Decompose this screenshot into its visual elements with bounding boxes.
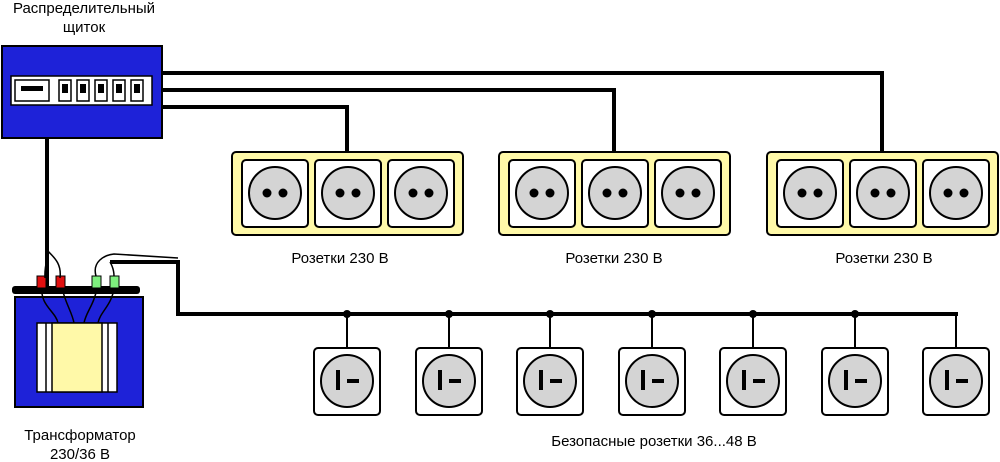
safe-sockets — [313, 310, 990, 416]
secondary-terminal — [109, 275, 120, 289]
safe-socket — [516, 310, 584, 416]
wire-to-group-1 — [162, 105, 349, 152]
main-breaker-lever — [21, 86, 43, 91]
breaker-levers — [62, 84, 140, 93]
panel-title-line2: щиток — [63, 19, 106, 36]
safe-socket — [313, 310, 381, 416]
socket-group-1 — [231, 151, 464, 236]
socket-group-3-label: Розетки 230 В — [835, 250, 932, 267]
secondary-terminal — [91, 275, 102, 289]
primary-terminal — [36, 275, 47, 289]
transformer-title-line2: 230/36 В — [50, 446, 110, 462]
wires-230 — [45, 71, 958, 316]
socket-face — [321, 166, 375, 220]
socket-face — [248, 166, 302, 220]
safe-socket — [618, 310, 686, 416]
socket-face — [929, 166, 983, 220]
transformer — [12, 249, 179, 408]
socket-group-2-label: Розетки 230 В — [565, 250, 662, 267]
safe-socket — [415, 310, 483, 416]
socket-face — [856, 166, 910, 220]
safe-socket — [922, 314, 990, 416]
panel-title-line1: Распределительный — [13, 0, 155, 17]
socket-face — [661, 166, 715, 220]
distribution-panel — [1, 45, 163, 139]
wire-to-group-3 — [162, 71, 884, 152]
socket-face — [394, 166, 448, 220]
terminal-bar — [12, 286, 140, 294]
transformer-title-line1: Трансформатор — [24, 427, 136, 444]
socket-group-2 — [498, 151, 731, 236]
wire-safe-bus — [110, 260, 958, 316]
wire-to-group-2 — [162, 88, 616, 152]
socket-face — [515, 166, 569, 220]
socket-group-3 — [766, 151, 999, 236]
socket-face — [588, 166, 642, 220]
safe-socket — [719, 310, 787, 416]
socket-group-1-label: Розетки 230 В — [291, 250, 388, 267]
safe-sockets-label: Безопасные розетки 36...48 В — [551, 433, 757, 450]
transformer-winding — [51, 322, 103, 393]
safe-socket — [821, 310, 889, 416]
socket-face — [783, 166, 837, 220]
